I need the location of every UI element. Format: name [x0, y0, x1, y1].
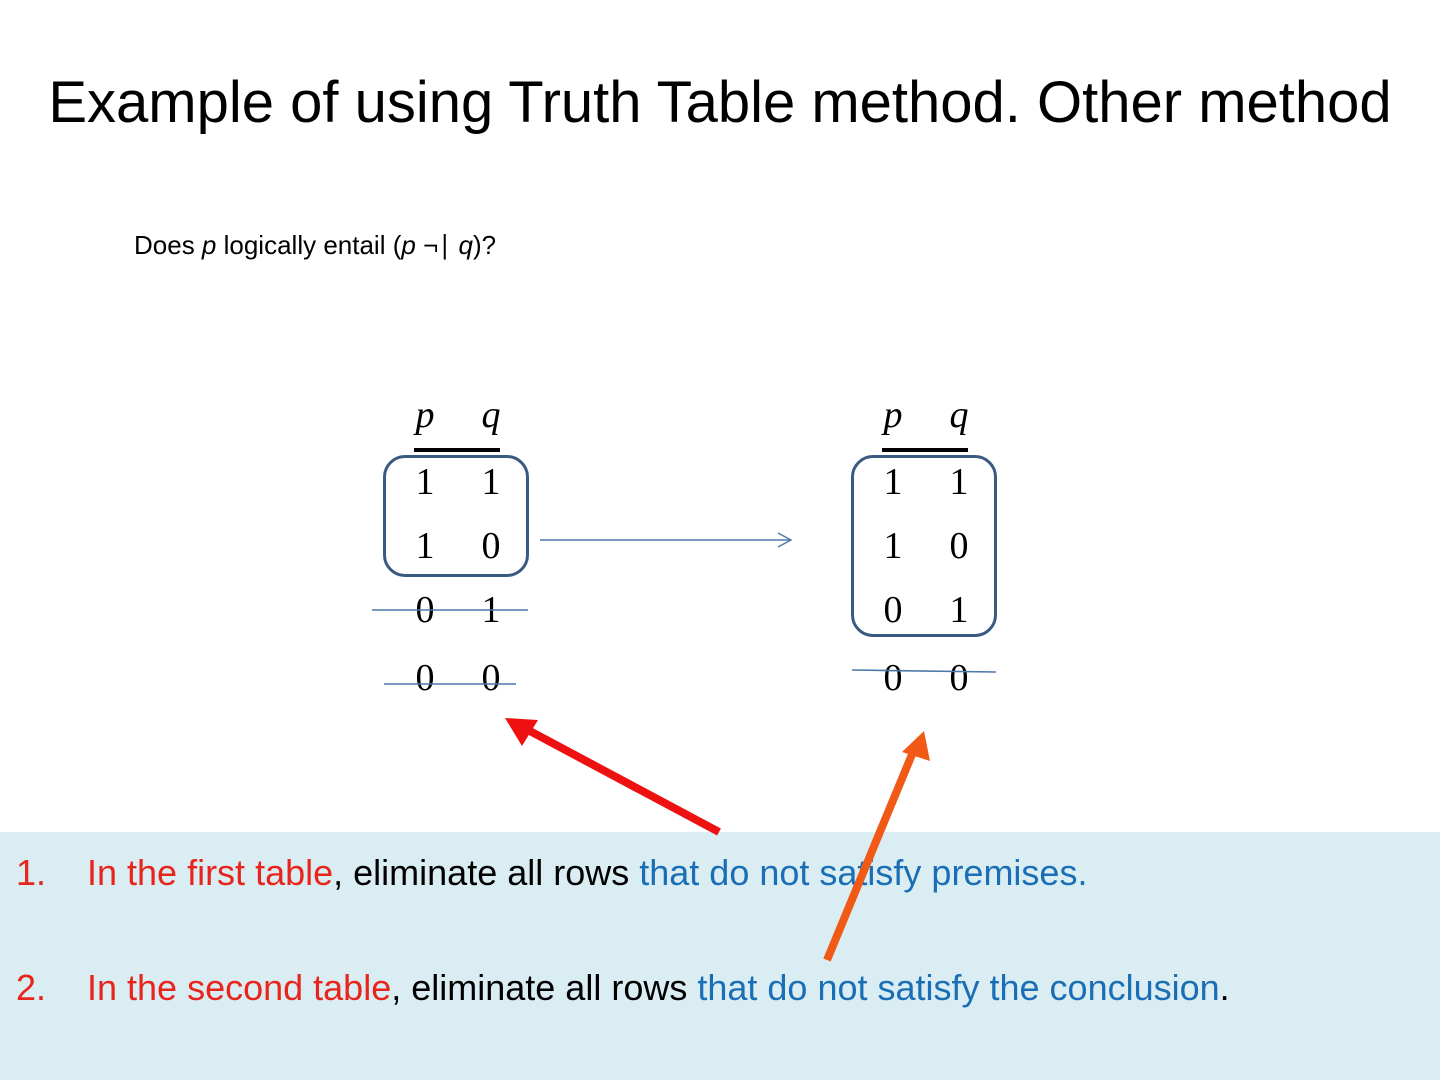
instruction-body: , eliminate all rows	[333, 852, 640, 893]
table2-strike-row-4	[851, 669, 997, 673]
question-prefix: Does	[134, 230, 202, 260]
table2-cell: 1	[949, 461, 969, 503]
instruction-body: , eliminate all rows	[391, 967, 698, 1008]
table2-cell: 0	[883, 589, 903, 631]
instruction-number: 2.	[16, 967, 47, 1008]
instruction-emphasis: In the second table	[87, 967, 392, 1008]
table1-kept-rows-box	[383, 455, 529, 577]
transfer-arrow-icon	[540, 532, 793, 548]
red-pointer-arrow-icon	[505, 718, 721, 836]
table1-cell: 0	[415, 657, 435, 699]
table1-cell: 1	[415, 525, 435, 567]
instruction-emphasis: In the first table	[87, 852, 334, 893]
table1-header-q: q	[481, 394, 501, 436]
table1-header-p: p	[415, 394, 435, 436]
operator-symbol: ¬∣	[415, 230, 459, 260]
instruction-number: 1.	[16, 852, 47, 893]
slide-title: Example of using Truth Table method. Oth…	[48, 70, 1392, 135]
table2-cell: 1	[949, 589, 969, 631]
table2-header-q: q	[949, 394, 969, 436]
table2-header-p: p	[883, 394, 903, 436]
table2-cell: 1	[883, 461, 903, 503]
variable-p: p	[201, 230, 217, 260]
table1-cell: 1	[415, 461, 435, 503]
table2-cell: 0	[949, 657, 969, 699]
table2-cell: 0	[883, 657, 903, 699]
instruction-text: In the second table, eliminate all rows …	[87, 959, 1387, 1017]
variable-q: q	[458, 230, 473, 260]
orange-pointer-arrow-icon	[823, 731, 930, 962]
question-middle: logically entail (	[216, 230, 402, 260]
table1-cell: 0	[481, 525, 501, 567]
question-suffix: )?	[472, 230, 497, 260]
table1-cell: 1	[481, 461, 501, 503]
table2-cell: 0	[949, 525, 969, 567]
table1-cell: 0	[481, 657, 501, 699]
table2-cell: 1	[883, 525, 903, 567]
instruction-end: .	[1219, 967, 1230, 1008]
table2-kept-rows-box	[851, 455, 997, 637]
variable-p: p	[401, 230, 416, 260]
question-text: Does p logically entail (p ¬∣ q)?	[134, 230, 496, 261]
instruction-condition: that do not satisfy the conclusion	[697, 967, 1220, 1008]
